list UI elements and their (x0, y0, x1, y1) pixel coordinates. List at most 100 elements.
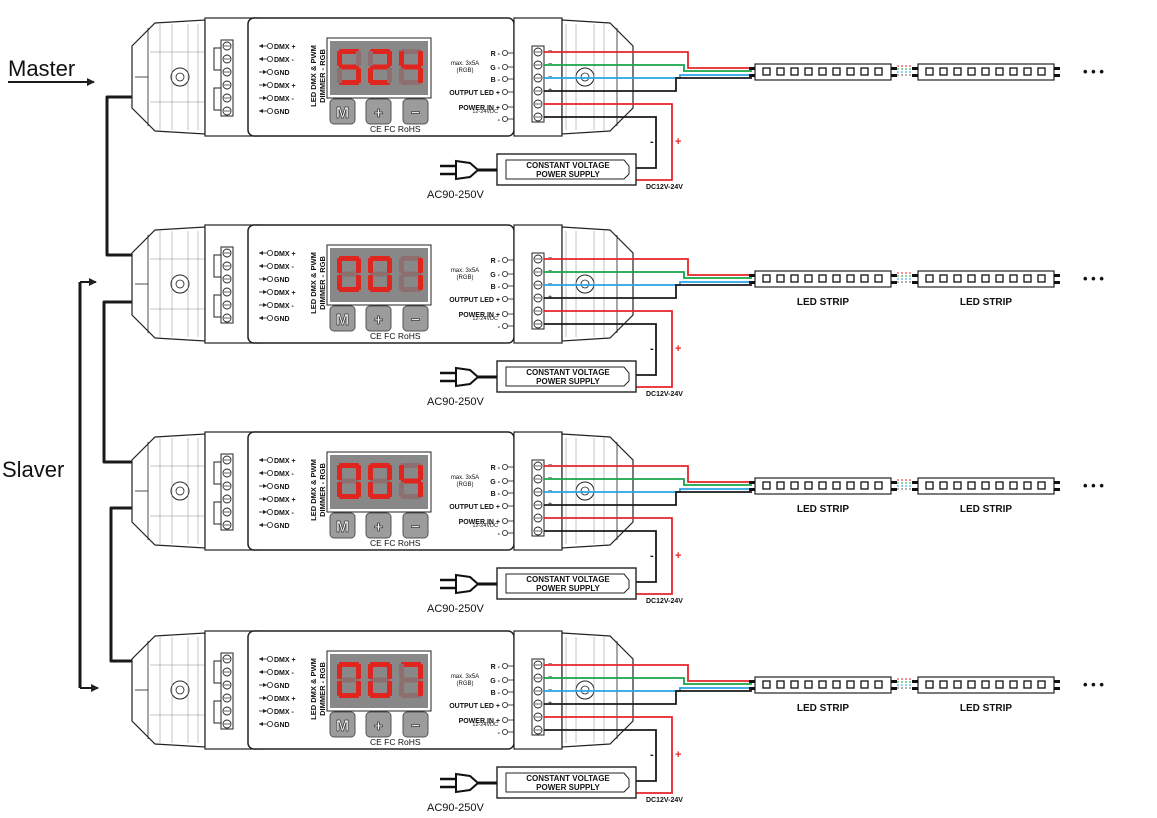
led-strip-label: LED STRIP (797, 504, 850, 515)
power-negative-wire (544, 116, 657, 169)
terminal-direction-arrow (259, 109, 263, 113)
strip-connector-pin (749, 687, 755, 690)
plus-button[interactable]: + (365, 98, 392, 125)
terminal-direction-arrow (259, 251, 263, 255)
housing-right-end (561, 632, 634, 748)
led-chip (832, 67, 841, 76)
mode-button[interactable]: M (329, 305, 356, 332)
display-segment (370, 64, 390, 70)
terminal-point (501, 502, 508, 509)
plus-button[interactable]: + (365, 512, 392, 539)
dmx-terminal-block (220, 246, 234, 324)
dmx-daisy-chain-bus (102, 95, 215, 663)
model-name-line2: DIMMER - RGB (318, 256, 327, 310)
strip-connector-pin (891, 680, 897, 683)
mode-button[interactable]: M (329, 98, 356, 125)
led-chip (804, 481, 813, 490)
minus-button[interactable]: − (402, 711, 429, 738)
display-segment (401, 478, 421, 484)
minus-button-label: − (411, 718, 420, 735)
output-terminal-label: - (498, 324, 501, 331)
current-rating-note: (RGB) (457, 681, 474, 687)
power-positive-wire (544, 716, 673, 794)
led-chip (818, 274, 827, 283)
display-segment (368, 275, 373, 290)
display-segment (401, 693, 421, 698)
terminal-point (266, 682, 273, 689)
strip-connector-pin (749, 488, 755, 491)
led-chip (790, 274, 799, 283)
output-wire (544, 478, 752, 486)
model-name-line2: DIMMER - RGB (318, 662, 327, 716)
led-chip (1009, 481, 1018, 490)
terminal-point (501, 663, 508, 670)
mode-button[interactable]: M (329, 512, 356, 539)
display-segment (370, 662, 390, 667)
strip-connector-pin (1054, 488, 1060, 491)
output-wire (544, 491, 752, 506)
strip-connector-pin (1054, 281, 1060, 284)
certification-marks: CE FC RoHS (370, 331, 421, 341)
power-plus-sign: + (675, 749, 681, 761)
strip-connector-pin (749, 481, 755, 484)
display-segment (401, 256, 421, 261)
minus-button[interactable]: − (402, 98, 429, 125)
led-chip (860, 274, 869, 283)
minus-button-face (402, 98, 429, 125)
plus-button-label: + (374, 312, 383, 329)
power-supply-line2: POWER SUPPLY (536, 584, 600, 593)
output-terminal-label: - (498, 117, 501, 124)
led-strip-label: LED STRIP (960, 297, 1013, 308)
led-chip (967, 67, 976, 76)
minus-button[interactable]: − (402, 305, 429, 332)
led-chip (762, 67, 771, 76)
display-segment (356, 664, 361, 679)
strip-connector-pin (912, 74, 918, 77)
display-segment (370, 256, 390, 261)
dmx-terminal-label: GND (274, 683, 290, 690)
terminal-direction-arrow (259, 57, 263, 61)
led-chip (939, 274, 948, 283)
dmx-terminal-block (220, 39, 234, 117)
display-segment (339, 463, 359, 468)
minus-button[interactable]: − (402, 512, 429, 539)
dmx-terminal-label: GND (274, 109, 290, 116)
output-terminal-label: OUTPUT LED + (449, 90, 500, 97)
model-name-line1: LED DMX & PWM (309, 252, 318, 314)
plus-button-label: + (374, 105, 383, 122)
output-terminal-label: B - (491, 77, 501, 84)
dmx-terminal-label: DMX + (274, 83, 296, 90)
led-chip (846, 274, 855, 283)
terminal-point (266, 82, 273, 89)
plus-button[interactable]: + (365, 711, 392, 738)
strip-connector-pin (1054, 680, 1060, 683)
led-chip (762, 680, 771, 689)
strip-connector-pin (891, 481, 897, 484)
output-terminal-block (531, 252, 545, 330)
display-segment (356, 51, 361, 66)
strip-connector-pin (912, 281, 918, 284)
display-segment (387, 51, 392, 66)
dmx-connector-tab (213, 47, 222, 71)
current-rating: max. 3x5A (451, 268, 479, 274)
ac-input-label: AC90-250V (427, 189, 485, 201)
ac-plug-body (455, 366, 480, 388)
dmx-terminal-label: DMX - (274, 670, 295, 677)
dmx-connector-tab (213, 294, 222, 318)
ac-plug-body (455, 159, 480, 181)
output-terminal-block (531, 658, 545, 736)
model-name-line2: DIMMER - RGB (318, 463, 327, 517)
power-plus-sign: + (675, 550, 681, 562)
terminal-point (501, 310, 508, 317)
terminal-point (501, 64, 508, 71)
dmx-terminal-label: DMX - (274, 709, 295, 716)
led-chip (939, 481, 948, 490)
terminal-direction-arrow (259, 264, 263, 268)
plus-button[interactable]: + (365, 305, 392, 332)
output-terminal-label: G - (490, 272, 500, 279)
dmx-terminal-label: DMX - (274, 264, 295, 271)
power-negative-wire (544, 323, 657, 376)
strip-continuation-dots: • • • (1083, 478, 1104, 493)
mode-button[interactable]: M (329, 711, 356, 738)
output-terminal-label: OUTPUT LED + (449, 703, 500, 710)
